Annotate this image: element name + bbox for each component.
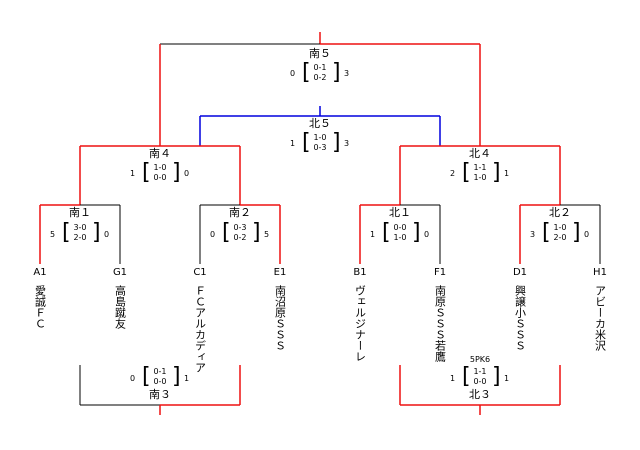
bracket-open-glyph: [	[302, 130, 311, 155]
match-name: 南２	[228, 206, 252, 219]
match-name: 北１	[388, 206, 412, 219]
team-code: D1	[512, 267, 528, 278]
bracket-open-glyph: [	[222, 220, 231, 245]
score-right: 1	[504, 374, 510, 383]
half2: 1-0	[473, 173, 487, 182]
team-name: 高島蹴友	[113, 285, 127, 329]
team-name: 興譲小ＳＳＳ	[513, 285, 527, 351]
north2-lines	[519, 204, 601, 264]
bracket-open-glyph: [	[462, 160, 471, 185]
score-right: 0	[104, 230, 110, 239]
south2-lines	[199, 204, 281, 264]
bracket-open-glyph: [	[142, 160, 151, 185]
score-right: 3	[344, 139, 350, 148]
score-right: 0	[184, 169, 190, 178]
bracket-close-glyph: ]	[412, 220, 421, 245]
team-name: 愛誠ＦＣ	[33, 285, 47, 329]
half2: 0-0	[153, 173, 167, 182]
match-name: 南４	[148, 147, 172, 160]
match-name: 北４	[468, 147, 492, 160]
match-name: 北３	[468, 388, 492, 401]
half1: 1-1	[473, 367, 487, 376]
score-left: 2	[450, 169, 456, 178]
bracket-open-glyph: [	[62, 220, 71, 245]
match-name: 南３	[148, 388, 172, 401]
south3-lines	[79, 365, 241, 415]
half2: 0-0	[473, 377, 487, 386]
bracket-close-glyph: ]	[492, 160, 501, 185]
half2: 0-2	[233, 233, 247, 242]
half1: 3-0	[73, 223, 87, 232]
score-left: 0	[290, 69, 296, 78]
score-left: 1	[290, 139, 296, 148]
bracket-open-glyph: [	[142, 364, 151, 389]
match-name: 南５	[308, 47, 332, 60]
score-right: 0	[424, 230, 430, 239]
half1: 1-1	[473, 163, 487, 172]
score-right: 1	[184, 374, 190, 383]
half1: 1-0	[553, 223, 567, 232]
bracket-close-glyph: ]	[332, 60, 341, 85]
north1-lines	[359, 204, 441, 264]
half2: 0-0	[153, 377, 167, 386]
half1: 0-3	[233, 223, 247, 232]
team-code: B1	[353, 267, 367, 278]
bracket-close-glyph: ]	[572, 220, 581, 245]
team-name: ヴェルジナーレ	[353, 285, 367, 362]
final-north-lines	[199, 106, 441, 146]
team-code: E1	[273, 267, 287, 278]
half2: 1-0	[393, 233, 407, 242]
half2: 0-2	[313, 73, 327, 82]
bracket-close-glyph: ]	[172, 160, 181, 185]
final-south-lines	[159, 32, 481, 146]
bracket-open-glyph: [	[302, 60, 311, 85]
score-left: 1	[130, 169, 136, 178]
team-code: C1	[193, 267, 207, 278]
bracket-close-glyph: ]	[252, 220, 261, 245]
score-right: 0	[584, 230, 590, 239]
half1: 0-1	[313, 63, 327, 72]
bracket-close-glyph: ]	[332, 130, 341, 155]
bracket-open-glyph: [	[382, 220, 391, 245]
team-code: A1	[33, 267, 47, 278]
score-left: 1	[370, 230, 376, 239]
team-name: ＦＣアルカディア	[193, 285, 207, 373]
score-left: 3	[530, 230, 536, 239]
south1-lines	[39, 204, 121, 264]
half1: 1-0	[313, 133, 327, 142]
team-name: アビーカ米沢	[593, 285, 607, 351]
team-name: 南原ＳＳＳ若鷹	[433, 285, 447, 362]
north4-lines	[399, 145, 561, 205]
match-name: 北２	[548, 206, 572, 219]
half1: 0-0	[393, 223, 407, 232]
score-right: 5	[264, 230, 270, 239]
score-left: 5	[50, 230, 56, 239]
team-code: H1	[593, 267, 607, 278]
half2: 2-0	[73, 233, 87, 242]
half2: 2-0	[553, 233, 567, 242]
score-right: 3	[344, 69, 350, 78]
score-left: 0	[210, 230, 216, 239]
team-code: G1	[112, 267, 128, 278]
team-code: F1	[433, 267, 447, 278]
north3-lines	[399, 365, 561, 415]
match-name: 南１	[68, 206, 92, 219]
pk-result: 5PK6	[469, 355, 491, 364]
bracket-close-glyph: ]	[172, 364, 181, 389]
bracket-close-glyph: ]	[492, 364, 501, 389]
score-right: 1	[504, 169, 510, 178]
bracket-open-glyph: [	[462, 364, 471, 389]
half1: 1-0	[153, 163, 167, 172]
south4-lines	[79, 145, 241, 205]
match-name: 北５	[308, 117, 332, 130]
half1: 0-1	[153, 367, 167, 376]
bracket-open-glyph: [	[542, 220, 551, 245]
team-name: 南沼原ＳＳＳ	[273, 285, 287, 351]
score-left: 0	[130, 374, 136, 383]
half2: 0-3	[313, 143, 327, 152]
score-left: 1	[450, 374, 456, 383]
bracket-close-glyph: ]	[92, 220, 101, 245]
